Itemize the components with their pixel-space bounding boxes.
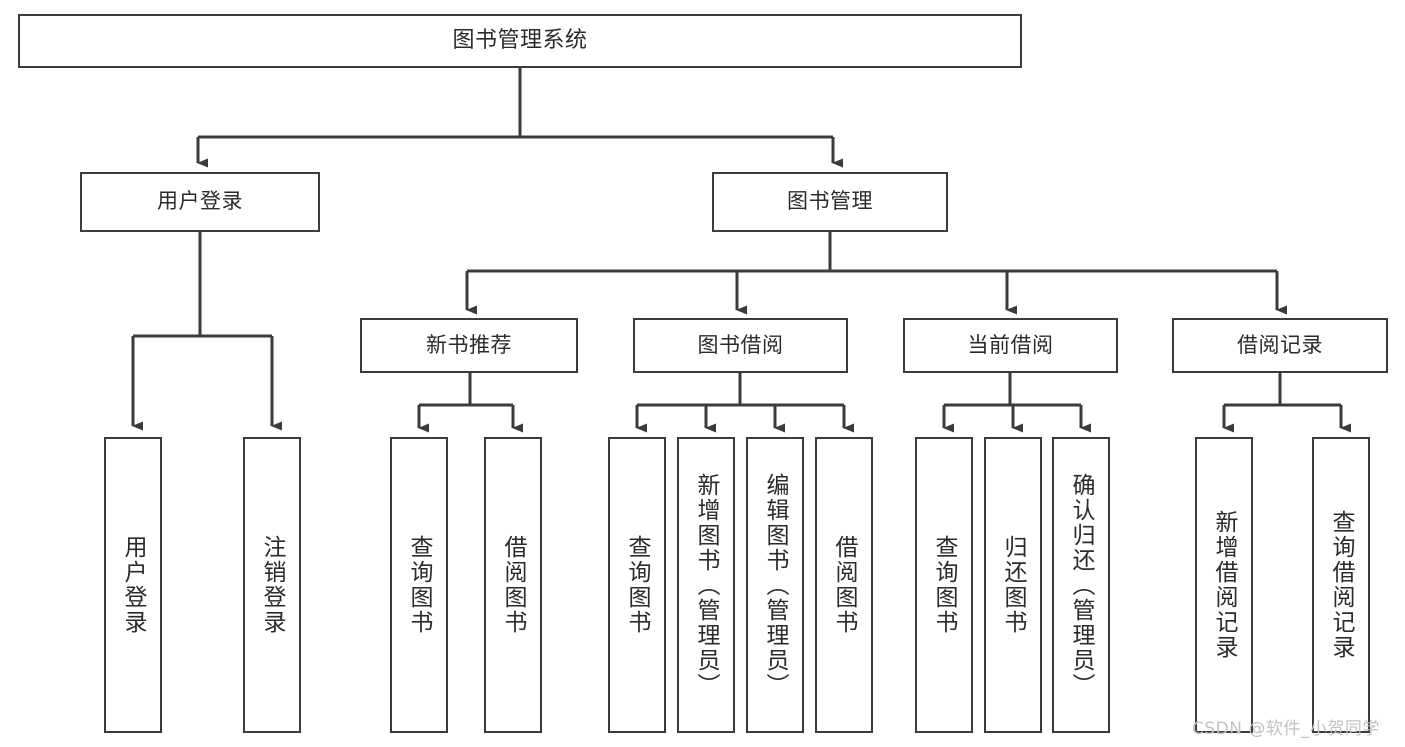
node-leaf-logout-login[interactable]: 注销登录 <box>243 437 301 733</box>
node-leaf-borrow-book-recommend[interactable]: 借阅图书 <box>484 437 542 733</box>
csdn-watermark: CSDN @软件_小贺同学 <box>1192 719 1380 739</box>
node-borrow-record[interactable]: 借阅记录 <box>1172 318 1388 373</box>
node-leaf-query-book-current[interactable]: 查询图书 <box>915 437 973 733</box>
node-leaf-add-book[interactable]: 新增图书（管理员） <box>677 437 735 733</box>
node-book-manage[interactable]: 图书管理 <box>712 172 948 232</box>
node-current-borrow[interactable]: 当前借阅 <box>903 318 1118 373</box>
node-user-login[interactable]: 用户登录 <box>80 172 320 232</box>
node-leaf-query-borrow-record[interactable]: 查询借阅记录 <box>1312 437 1370 733</box>
node-leaf-borrow-book[interactable]: 借阅图书 <box>815 437 873 733</box>
node-leaf-add-borrow-record[interactable]: 新增借阅记录 <box>1195 437 1253 733</box>
node-root-system[interactable]: 图书管理系统 <box>18 14 1022 68</box>
node-leaf-confirm-return[interactable]: 确认归还（管理员） <box>1052 437 1110 733</box>
node-leaf-query-book-recommend[interactable]: 查询图书 <box>390 437 448 733</box>
node-leaf-return-book[interactable]: 归还图书 <box>984 437 1042 733</box>
node-book-borrow[interactable]: 图书借阅 <box>633 318 848 373</box>
node-new-book-recommend[interactable]: 新书推荐 <box>360 318 578 373</box>
node-leaf-edit-book[interactable]: 编辑图书（管理员） <box>746 437 804 733</box>
node-leaf-user-login[interactable]: 用户登录 <box>104 437 162 733</box>
node-leaf-query-book-borrow[interactable]: 查询图书 <box>608 437 666 733</box>
